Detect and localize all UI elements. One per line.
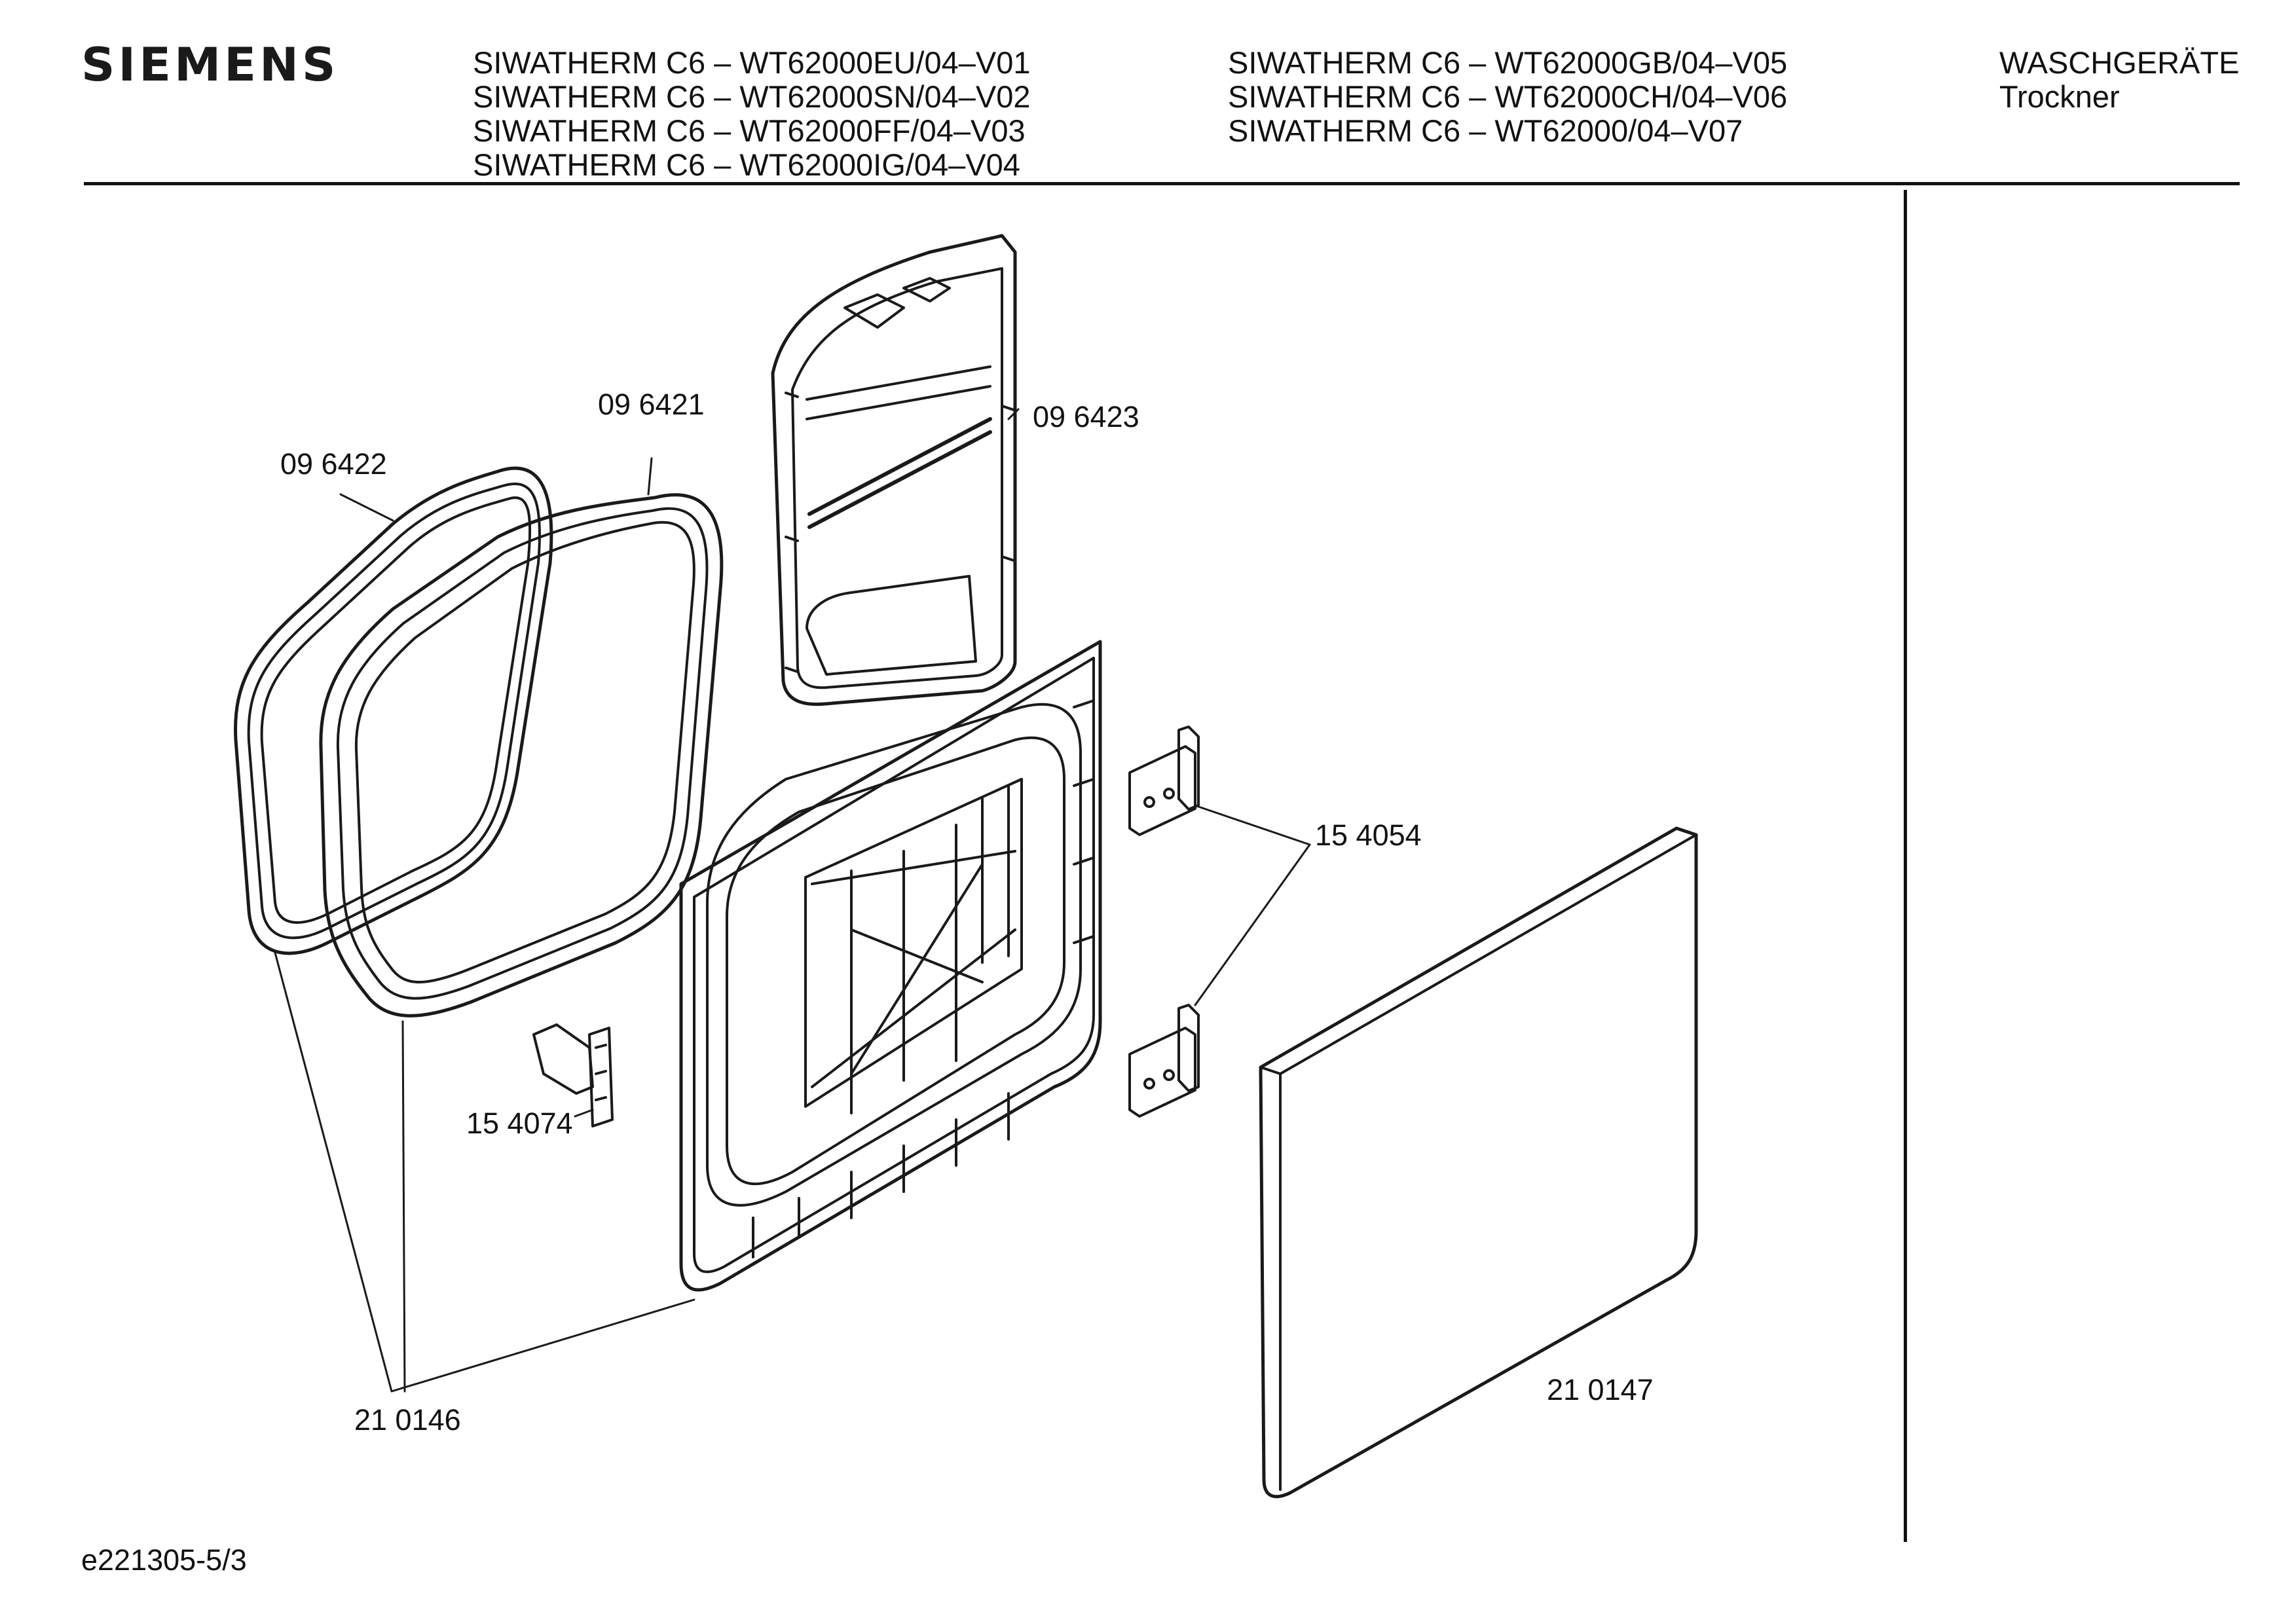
drawing-reference: e221305-5/3 [81,1543,247,1577]
door-panel [1259,826,1698,1499]
part-label-door-frame: 21 0146 [354,1403,461,1437]
door-catch [532,1023,614,1127]
category-main: WASCHGERÄTE [1999,45,2240,80]
siemens-logo: SIEMENS [81,38,339,92]
model-line: SIWATHERM C6 – WT62000CH/04–V06 [1228,79,1788,114]
model-line: SIWATHERM C6 – WT62000IG/04–V04 [473,147,1020,182]
model-line: SIWATHERM C6 – WT62000EU/04–V01 [473,45,1031,80]
category-sub: Trockner [1999,79,2120,114]
part-label-door-panel: 21 0147 [1547,1373,1654,1406]
part-label-catch: 15 4074 [466,1107,573,1140]
leader-lines [274,408,1311,1393]
lint-filter [771,234,1017,706]
category: WASCHGERÄTE Trockner [1999,46,2239,114]
hinge-upper [1128,725,1200,836]
model-line: SIWATHERM C6 – WT62000SN/04–V02 [473,79,1031,114]
vertical-divider [1904,190,1907,1542]
door-inner-frame [679,640,1102,1292]
part-label-lint-filter: 09 6423 [1033,400,1139,433]
hinge-lower [1128,1004,1200,1118]
model-line: SIWATHERM C6 – WT62000FF/04–V03 [473,113,1026,148]
part-label-hinge: 15 4054 [1315,818,1422,852]
door-seal-inner [319,493,724,1017]
part-label-seal-inner: 09 6421 [598,388,705,421]
model-list-right: SIWATHERM C6 – WT62000GB/04–V05 SIWATHER… [1228,46,1787,148]
header-divider [84,182,2240,185]
part-label-seal-outer: 09 6422 [280,447,387,481]
door-seal-outer [234,466,553,955]
model-line: SIWATHERM C6 – WT62000GB/04–V05 [1228,45,1788,80]
model-list-left: SIWATHERM C6 – WT62000EU/04–V01 SIWATHER… [473,46,1031,182]
model-line: SIWATHERM C6 – WT62000/04–V07 [1228,113,1743,148]
